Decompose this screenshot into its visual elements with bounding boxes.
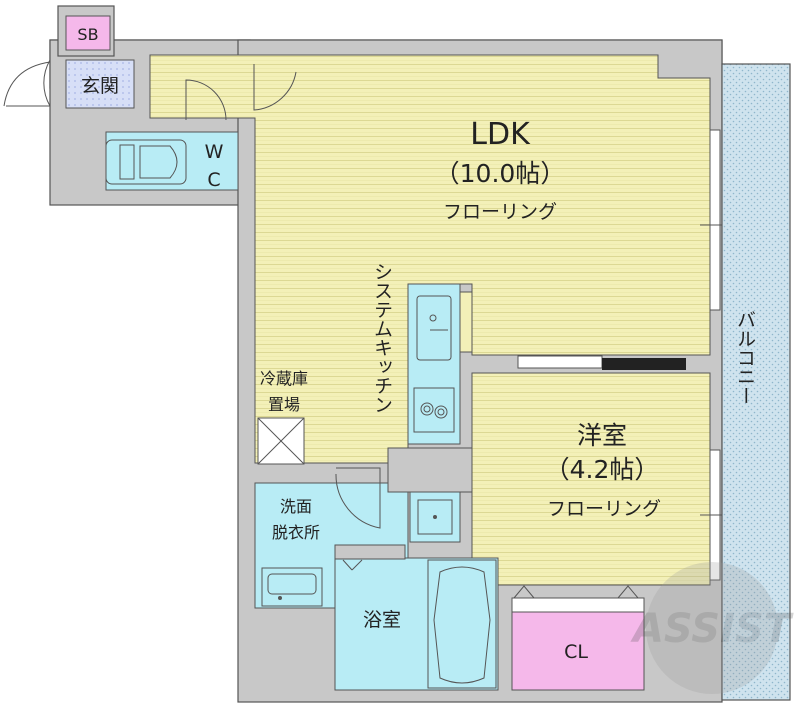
ldk-door [253,64,297,111]
watermark-text: ASSIST [630,606,794,652]
toilet [105,139,187,185]
bath-label: 浴室 [363,609,401,631]
ldk-size: （10.0帖） [435,159,566,188]
balcony-floor [721,63,791,701]
burner-icon [434,405,448,419]
wc-door [185,79,227,121]
washroom-label-1: 洗面 [280,497,312,516]
fridge-label-2: 置場 [268,395,300,414]
ldk-name: LDK [470,117,531,152]
wc-label-c: C [207,169,220,191]
ldk-floor [149,54,711,464]
stove [413,387,455,433]
entrance-label: 玄関 [81,75,119,97]
faucet-icon [429,314,437,322]
bathtub [427,559,497,689]
ldk-floor-type: フローリング [443,201,557,223]
washroom-label-2: 脱衣所 [272,523,320,542]
assist-logo: ASSIST [630,562,794,694]
western-room-name: 洋室 [577,421,627,450]
kitchen-label: システムキッチン [371,262,393,414]
burner-icon [420,402,434,416]
western-room-floor-type: フローリング [547,498,661,520]
fridge-label-1: 冷蔵庫 [260,369,308,388]
entrance-floor [65,59,135,109]
entrance-door [43,59,51,107]
balcony-label: バルコニー [734,310,756,405]
western-room-size: （4.2帖） [545,455,660,484]
washroom-door [335,467,381,529]
shoebox [65,15,111,51]
shoebox-label: SB [77,25,98,44]
wc-label-w: W [205,141,224,163]
fridge-space [257,417,305,465]
sink [416,295,452,361]
closet-label: CL [564,641,588,663]
